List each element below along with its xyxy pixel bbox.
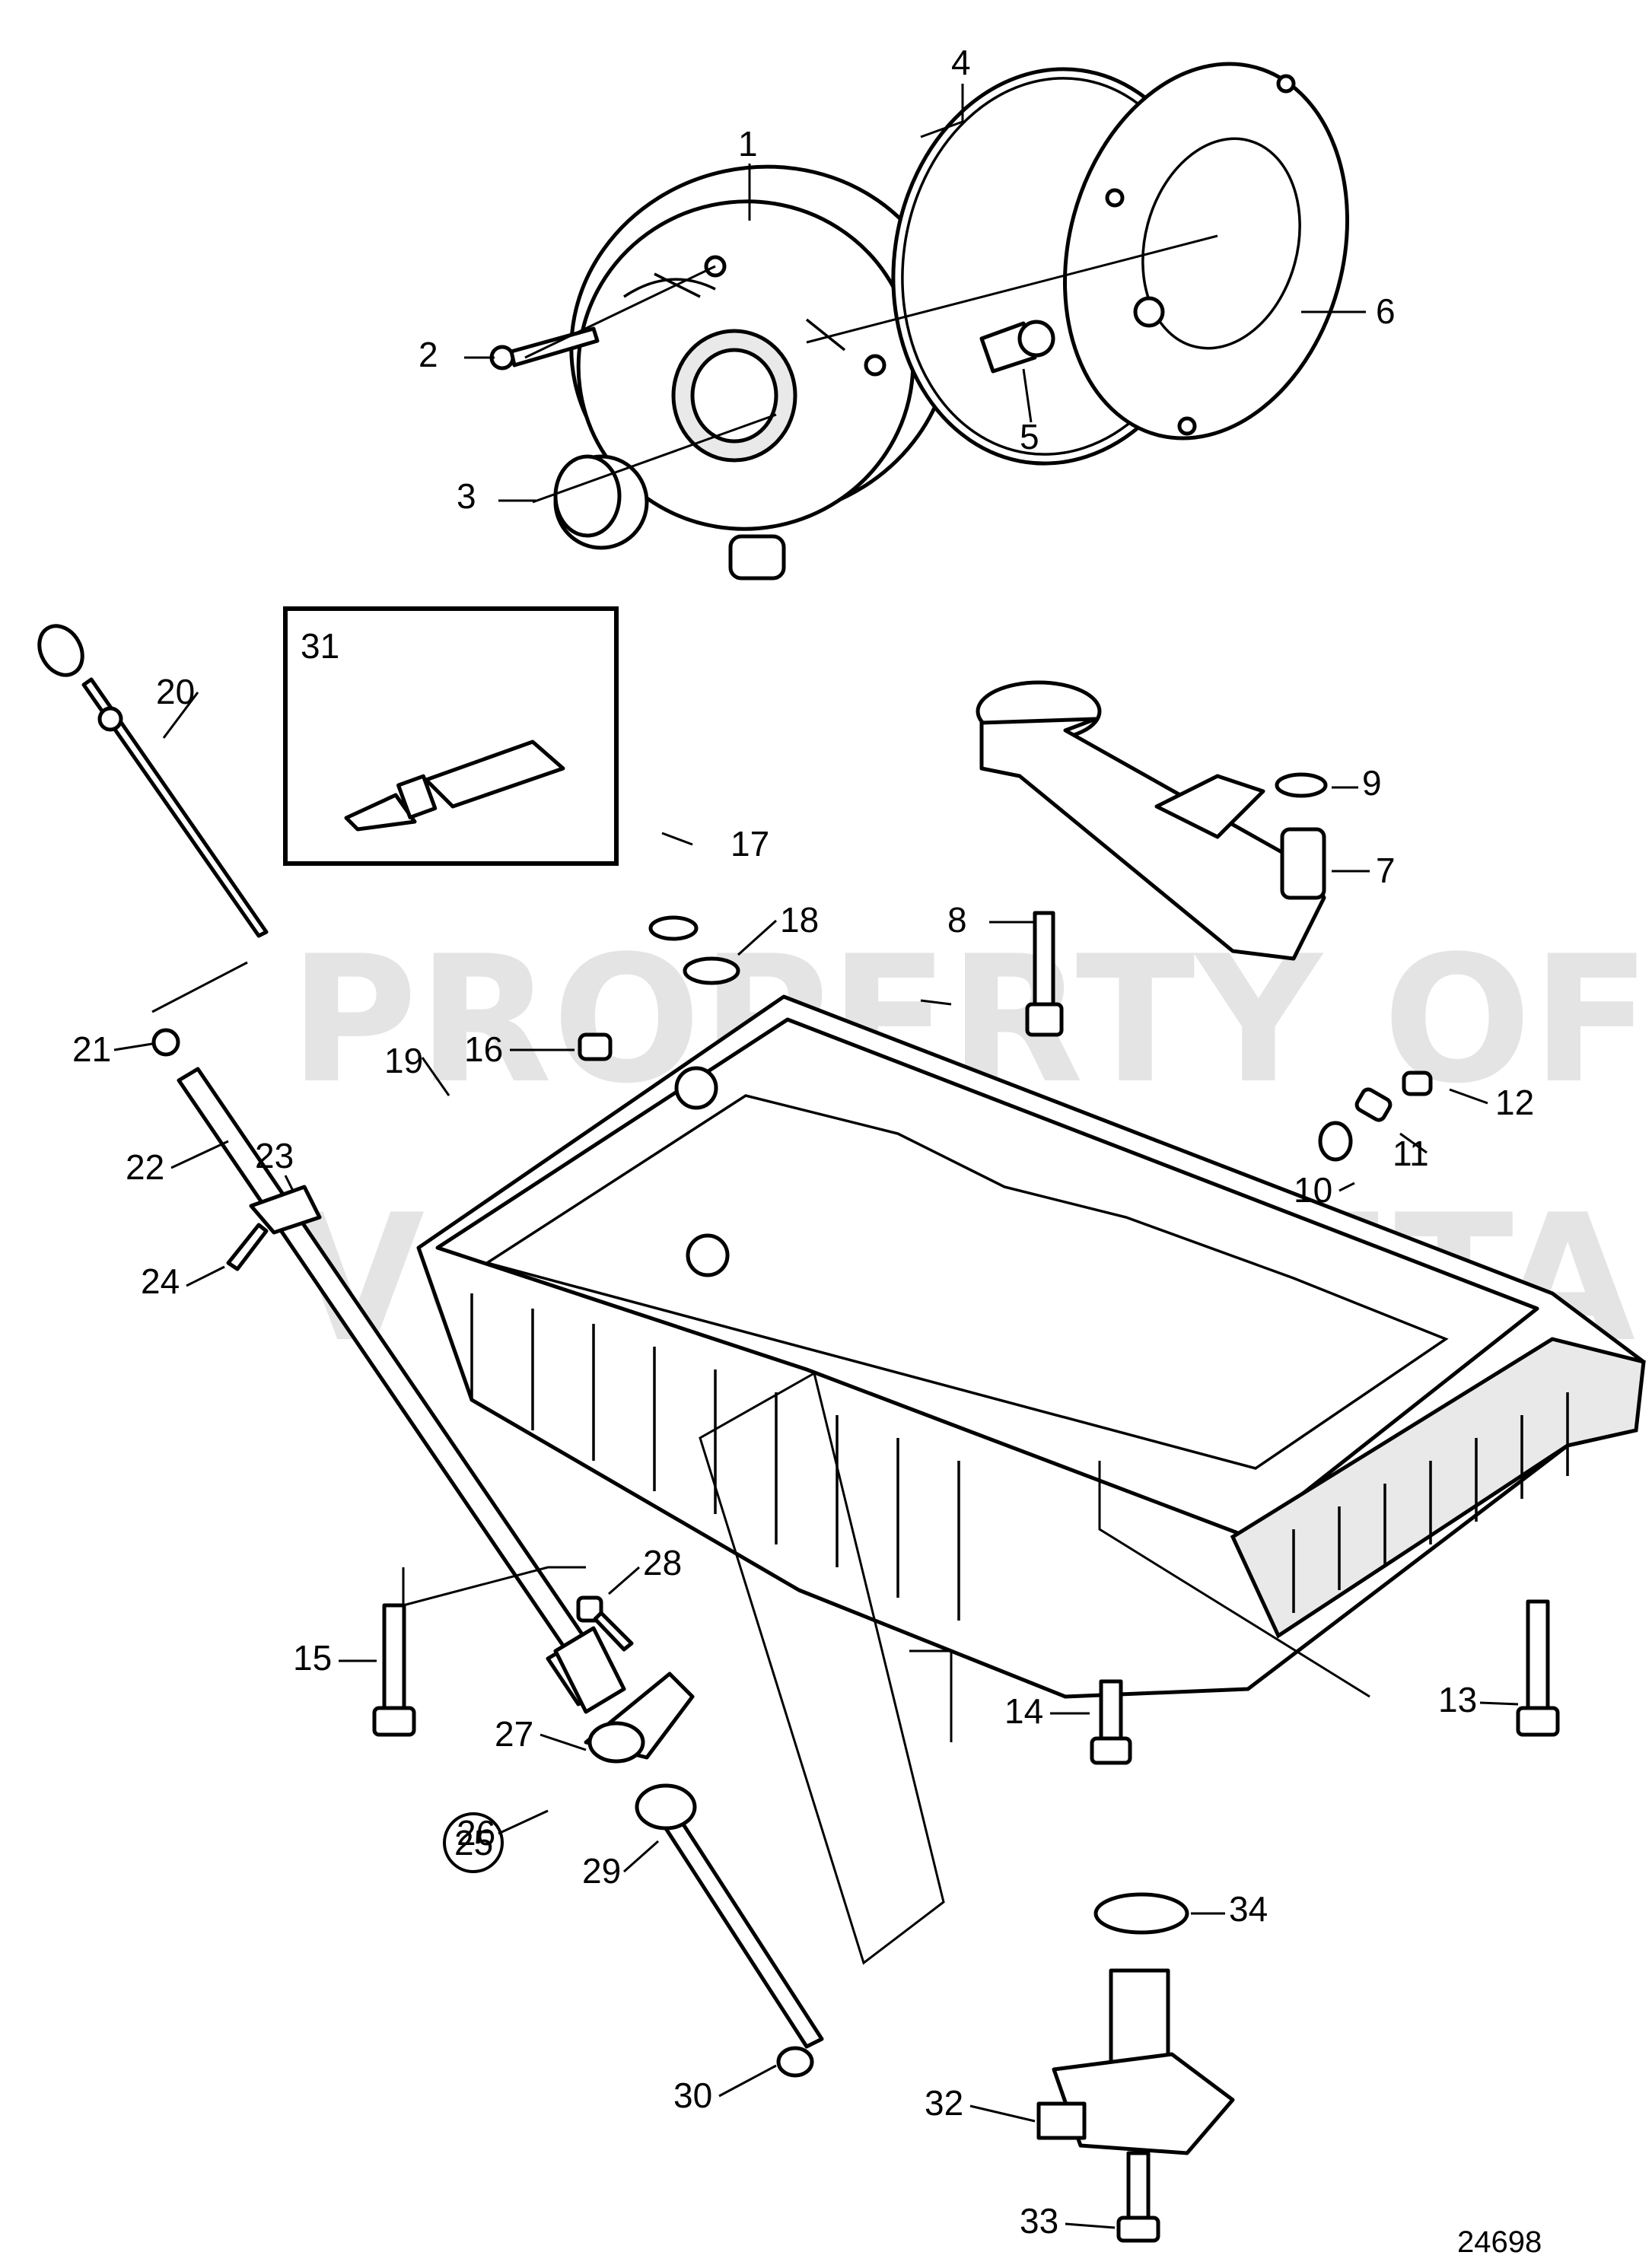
tube-bracket	[249, 1185, 322, 1235]
callout-29: 29	[582, 1851, 621, 1891]
drawing-number: 24698	[1457, 2225, 1542, 2259]
callout-15: 15	[293, 1638, 332, 1678]
callout-19: 19	[384, 1041, 423, 1080]
pan-plug	[578, 1032, 613, 1061]
pan-bolt-short	[1090, 1679, 1132, 1765]
callout-32: 32	[925, 2083, 963, 2123]
oil-pickup-tube	[976, 680, 1326, 961]
callout-16: 16	[464, 1029, 503, 1069]
bracket-bolt	[226, 1223, 269, 1271]
pan-bolt-rear	[1516, 1599, 1560, 1737]
callout-6: 6	[1376, 291, 1396, 331]
relief-valve	[979, 320, 1055, 374]
pickup-bolt	[1025, 911, 1064, 1037]
callout-25: 25	[454, 1823, 493, 1862]
callout-14: 14	[1004, 1691, 1043, 1731]
callout-7: 7	[1376, 851, 1396, 890]
callout-1: 1	[738, 124, 758, 164]
oil-level-sensor	[1036, 1968, 1235, 2155]
pump-gasket	[1062, 62, 1350, 441]
drain-plug	[1318, 1070, 1433, 1162]
callout-leaders	[113, 356, 1519, 2229]
callout-34: 34	[1229, 1889, 1268, 1929]
callout-3: 3	[457, 476, 476, 516]
callout-25-circled: 25	[443, 1812, 504, 1873]
oil-pan	[416, 994, 1646, 1699]
callout-22: 22	[126, 1147, 164, 1187]
pan-o-rings	[648, 915, 740, 985]
callout-18: 18	[780, 900, 819, 940]
callout-5: 5	[1020, 417, 1039, 456]
callout-9: 9	[1362, 763, 1382, 803]
sensor-bolt	[1116, 2151, 1160, 2243]
pickup-o-ring	[1275, 772, 1328, 798]
dipstick	[37, 624, 269, 938]
pump-seal-ring	[553, 454, 649, 550]
callout-10: 10	[1294, 1170, 1332, 1210]
callout-12: 12	[1495, 1083, 1534, 1122]
callout-30: 30	[673, 2076, 712, 2115]
level-sensor-o-ring	[1093, 1892, 1189, 1935]
callout-24: 24	[141, 1261, 180, 1301]
flange-bolt	[576, 1595, 634, 1652]
pan-bolt-long	[372, 1603, 416, 1737]
callout-21: 21	[72, 1029, 111, 1069]
callout-28: 28	[643, 1543, 682, 1583]
flange	[584, 1672, 695, 1764]
callout-31: 31	[301, 626, 339, 666]
callout-4: 4	[951, 43, 971, 82]
tube-adapter	[553, 1626, 626, 1714]
callout-23: 23	[255, 1136, 294, 1175]
callout-11: 11	[1393, 1134, 1429, 1173]
callout-13: 13	[1438, 1680, 1477, 1719]
suction-pipe	[635, 1783, 824, 2049]
callout-17: 17	[731, 824, 769, 864]
callout-labels: 1 2 3 4 5 6 7 8 9 10 11 12 13 14 15 16 1…	[72, 43, 1534, 2241]
callout-8: 8	[947, 900, 967, 940]
pipe-seal	[776, 2046, 814, 2078]
sealant-box	[283, 606, 619, 866]
callout-33: 33	[1020, 2201, 1058, 2241]
dipstick-o-ring	[151, 1028, 180, 1057]
callout-27: 27	[495, 1714, 533, 1754]
callout-2: 2	[419, 335, 438, 374]
oil-pump-bolt	[489, 326, 600, 371]
